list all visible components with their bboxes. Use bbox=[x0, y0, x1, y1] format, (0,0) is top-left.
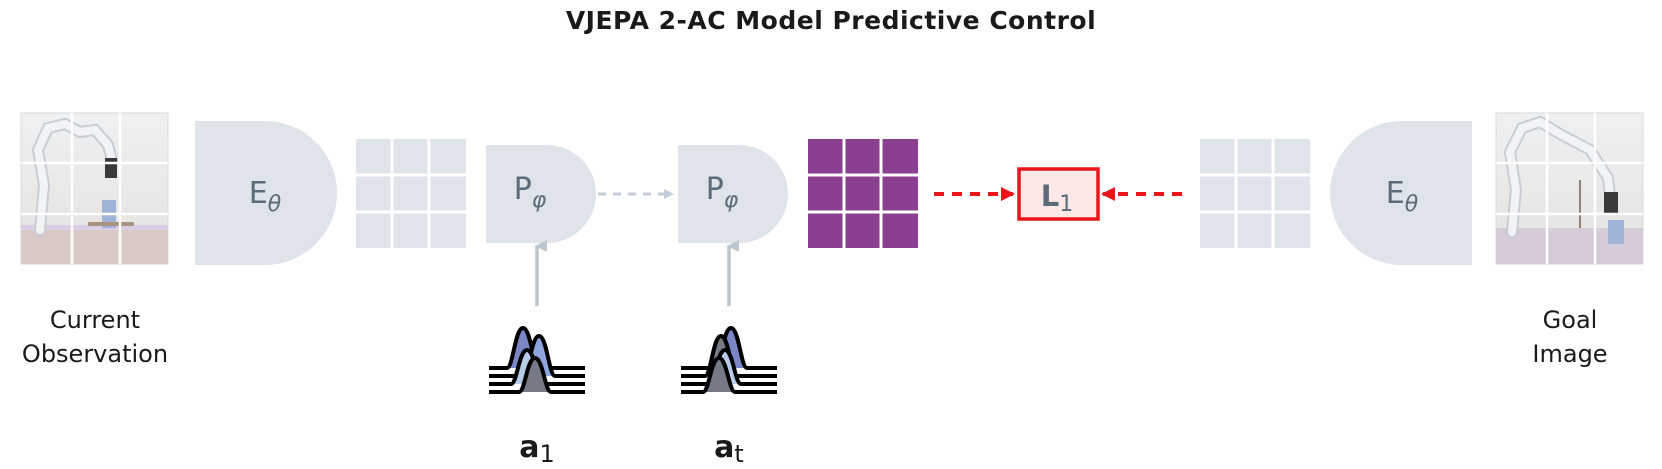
goal-image bbox=[1495, 112, 1644, 265]
action-label-2: at bbox=[714, 430, 744, 468]
diagram-title: VJEPA 2-AC Model Predictive Control bbox=[565, 6, 1097, 35]
loss-box bbox=[1017, 167, 1100, 221]
predictor-label-2: Pφ bbox=[706, 172, 739, 213]
action-label-1: a1 bbox=[519, 430, 555, 468]
caption-line: Observation bbox=[21, 340, 169, 368]
predictor-block-1 bbox=[486, 145, 596, 243]
right-encoder-label: Eθ bbox=[1386, 176, 1419, 217]
caption-line: Image bbox=[1532, 340, 1608, 368]
right-encoder-block bbox=[1330, 121, 1472, 265]
predicted-latent-grid bbox=[808, 139, 918, 248]
action-distribution-icon-1 bbox=[489, 326, 585, 394]
loss-label: L1 bbox=[1041, 179, 1073, 217]
current-observation-image bbox=[20, 112, 169, 265]
predictor-label-1: Pφ bbox=[514, 172, 547, 213]
left-encoder-label: Eθ bbox=[249, 176, 282, 217]
goal-image-caption: Goal Image bbox=[1460, 303, 1662, 371]
caption-line: Goal bbox=[1542, 306, 1598, 334]
caption-line: Current bbox=[49, 306, 141, 334]
left-encoder-block bbox=[195, 121, 337, 265]
action-distribution-icon-2 bbox=[681, 326, 777, 394]
predictor-block-2 bbox=[678, 145, 788, 243]
goal-latent-grid bbox=[1200, 139, 1310, 248]
left-latent-grid bbox=[356, 139, 466, 248]
current-observation-caption: Current Observation bbox=[0, 303, 205, 371]
